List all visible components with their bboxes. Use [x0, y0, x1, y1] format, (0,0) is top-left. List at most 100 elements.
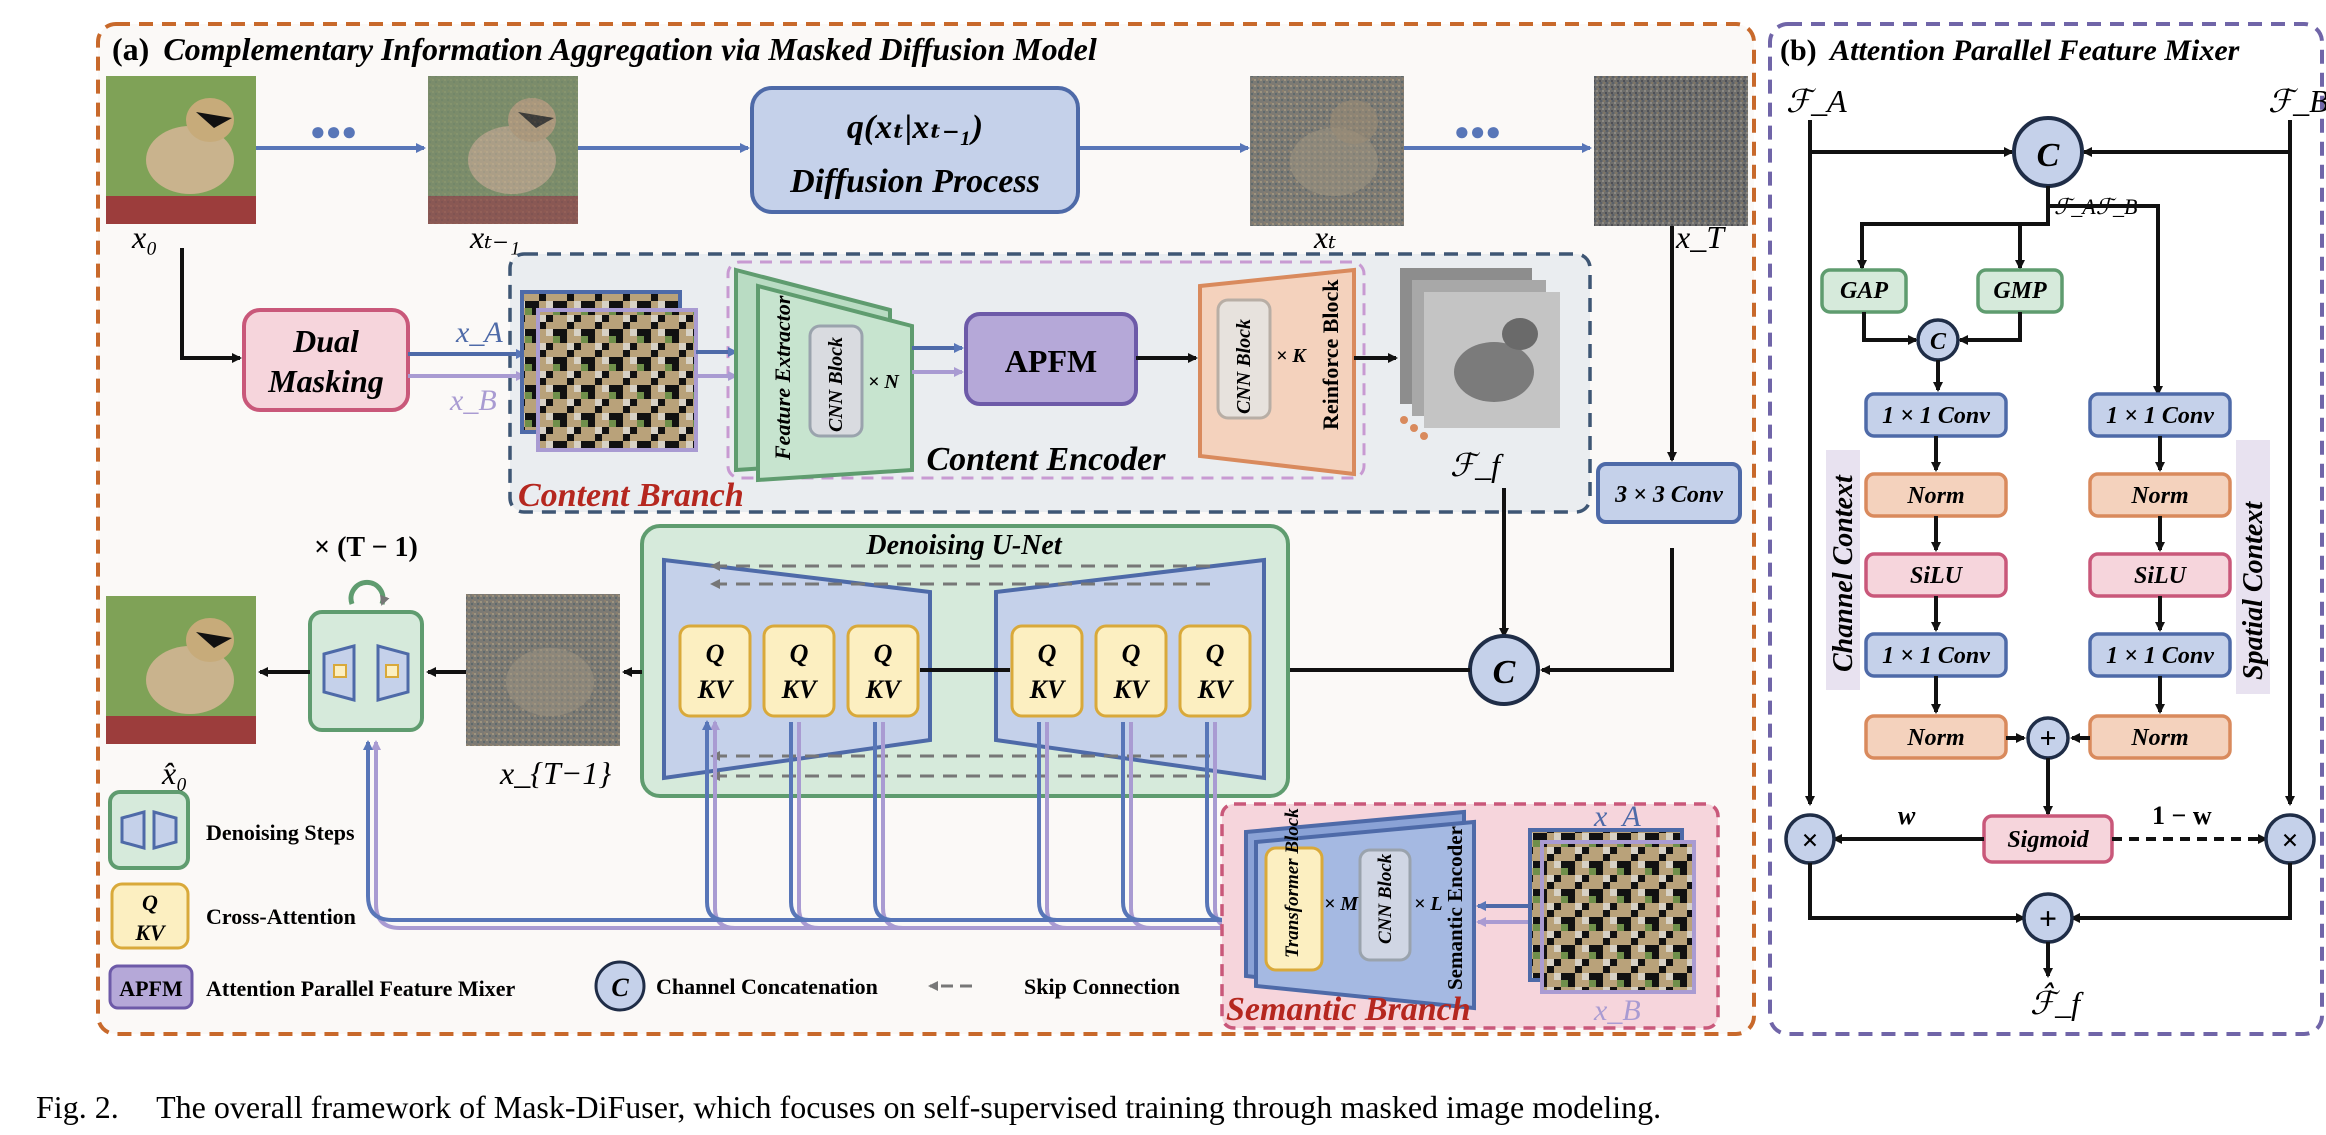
svg-text:KV: KV [1113, 675, 1151, 704]
legend-steps-left [120, 810, 146, 850]
spatial-silu-label: SiLU [2134, 563, 2188, 589]
ellipsis-right: ●●● [1454, 117, 1501, 146]
multiply-left-label: × [1801, 824, 1818, 857]
bird-image-xhat0 [106, 596, 256, 744]
spatial-conv1-a-label: 1 × 1 Conv [2106, 403, 2214, 429]
legend-concat-label: Channel Concatenation [656, 974, 878, 999]
qkv-block-1: Q KV [678, 624, 752, 718]
masked-image-semantic-xB [1540, 840, 1696, 994]
legend-apfm-icon [108, 964, 194, 1010]
line-gap-c [1862, 312, 1918, 345]
legend-qkv-icon [110, 882, 190, 950]
line-to-spatial [2046, 186, 2163, 396]
legend-concat-icon [594, 960, 646, 1012]
bird-image-xt-1 [428, 76, 578, 224]
legend-kv: KV [134, 920, 167, 945]
label-ff: ℱ_f [1450, 447, 1504, 483]
channel-conv1-a-label: 1 × 1 Conv [1882, 403, 1990, 429]
qkv-block-5: Q KV [1094, 624, 1168, 718]
svg-text:KV: KV [697, 675, 735, 704]
semantic-branch-label: Semantic Branch [1226, 991, 1471, 1028]
dot-3 [1420, 432, 1428, 440]
legend-skip-label: Skip Connection [1024, 974, 1180, 999]
q-label: q(xₜ|xₜ₋₁) [847, 109, 983, 146]
mixer-concat-label: C [2037, 137, 2060, 174]
qkv-block-4: Q KV [1010, 624, 1084, 718]
content-encoder-region [726, 260, 1366, 480]
legend-steps-icon [108, 790, 190, 870]
gmp-label: GMP [1993, 278, 2047, 304]
line-to-gmp [2015, 222, 2048, 270]
qkv-block-6: Q KV [1178, 624, 1252, 718]
line-mult-right-add [2070, 863, 2292, 923]
loop-arrow [348, 580, 390, 606]
unet-title: Denoising U-Net [865, 530, 1062, 561]
add-node-final-label: + [2039, 900, 2057, 936]
legend-cross-attention: Cross-Attention [206, 904, 356, 929]
semantic-encoder-label: Semantic Encoder [1443, 826, 1467, 990]
qkv-block-3: Q KV [846, 624, 920, 718]
legend-steps-right [152, 810, 178, 850]
feature-extractor-label: Feature Extractor [770, 295, 795, 461]
spatial-context-band [2236, 440, 2270, 694]
label-xt-1: xₜ₋₁ [469, 219, 520, 255]
steps-right-square [385, 664, 399, 678]
cnn-block-semantic-label: CNN Block [1375, 853, 1396, 944]
conv3-label: 3 × 3 Conv [1614, 482, 1723, 508]
legend-c: C [611, 973, 629, 1002]
times-n: × N [868, 371, 900, 393]
reinforce-block-label: Reinforce Block [1318, 279, 1343, 430]
legend: Denoising Steps Q KV Cross-Attention APF… [108, 790, 1180, 1012]
dot-1 [1400, 416, 1408, 424]
legend-q: Q [142, 890, 158, 915]
times-t-1: × (T − 1) [314, 532, 418, 563]
qkv-block-2: Q KV [762, 624, 836, 718]
mixer-fb: ℱ_B [2268, 83, 2326, 119]
legend-apfm-label: Attention Parallel Feature Mixer [206, 976, 516, 1001]
diffusion-process-box [750, 86, 1080, 214]
dual-masking-line2: Masking [267, 363, 384, 399]
add-node-1-label: + [2039, 722, 2056, 755]
concat-label: C [1493, 654, 1516, 691]
gap-label: GAP [1840, 278, 1888, 304]
legend-steps-label: Denoising Steps [206, 820, 355, 845]
transformer-block [1264, 846, 1324, 972]
bird-image-xt [1250, 76, 1404, 226]
times-k: × K [1276, 345, 1307, 367]
label-x0: x₀ [131, 219, 157, 255]
svg-text:KV: KV [865, 675, 903, 704]
channel-conv1-b-label: 1 × 1 Conv [1882, 643, 1990, 669]
spatial-conv1-b-label: 1 × 1 Conv [2106, 643, 2214, 669]
panel-b-title: (b) Attention Parallel Feature Mixer [1780, 34, 2240, 67]
bird-image-x0 [106, 76, 256, 224]
dual-masking-line1: Dual [292, 323, 359, 359]
line-gmp-c [1958, 312, 2022, 345]
diffusion-label: Diffusion Process [789, 163, 1040, 200]
channel-norm-a-label: Norm [1906, 483, 1964, 509]
transformer-block-label: Transformer Block [1282, 808, 1303, 958]
channel-context-band [1826, 450, 1860, 690]
svg-text:KV: KV [1197, 675, 1235, 704]
label-w: w [1898, 801, 1916, 830]
spatial-context-label: Spatial Context [2238, 501, 2269, 680]
legend-apfm-box-label: APFM [119, 976, 183, 1001]
svg-text:Q: Q [1122, 639, 1141, 668]
channel-context-label: Channel Context [1828, 474, 1859, 672]
label-xT-1: x_{T−1} [499, 755, 611, 791]
content-encoder-label: Content Encoder [927, 441, 1167, 478]
channel-silu-label: SiLU [1910, 563, 1964, 589]
spatial-norm-b-label: Norm [2130, 725, 2188, 751]
ellipsis-left: ●●● [310, 117, 357, 146]
label-xB-content: x_B [449, 384, 497, 417]
svg-text:Q: Q [790, 639, 809, 668]
label-xB-semantic: x_B [1593, 994, 1641, 1027]
cnn-block-reinforce-label: CNN Block [1233, 319, 1255, 414]
label-one-minus-w: 1 − w [2152, 801, 2212, 830]
dual-masking-box [242, 308, 410, 412]
cnn-block-content [808, 324, 864, 438]
arrow-conv3-concat [1540, 548, 1674, 675]
svg-text:Q: Q [874, 639, 893, 668]
bird-image-xT-1 [466, 594, 620, 746]
label-xA-semantic: x_A [1593, 800, 1641, 833]
